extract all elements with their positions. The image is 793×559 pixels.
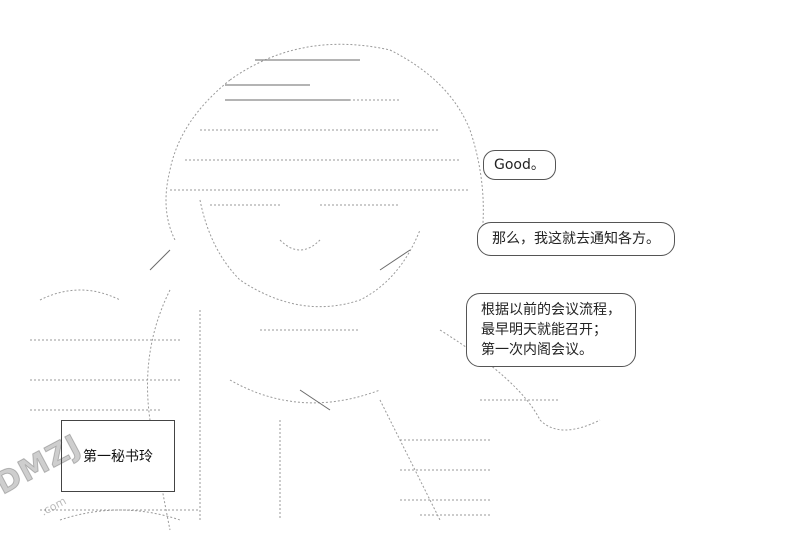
speech-text-notify: 那么，我这就去通知各方。 <box>492 231 660 247</box>
speech-line: 最早明天就能召开； <box>481 322 607 338</box>
speech-line: 第一次内阁会议。 <box>481 342 593 358</box>
nameplate-label: 第一秘书玲 <box>83 449 153 465</box>
nameplate: 第一秘书玲 <box>61 420 175 492</box>
speech-bubble-meeting: 根据以前的会议流程， 最早明天就能召开； 第一次内阁会议。 <box>466 293 636 367</box>
speech-text-good: Good。 <box>494 157 545 173</box>
speech-bubble-good: Good。 <box>483 150 556 180</box>
speech-bubble-notify: 那么，我这就去通知各方。 <box>477 222 675 256</box>
speech-line: 根据以前的会议流程， <box>481 302 621 318</box>
